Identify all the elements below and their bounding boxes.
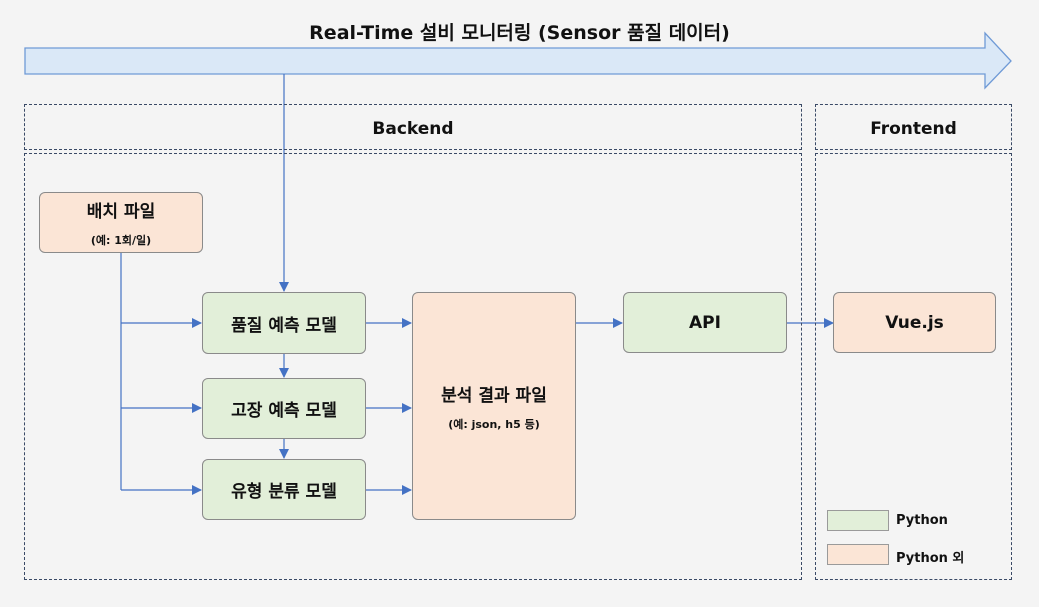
fault-prediction-model-node: 고장 예측 모델 [202, 378, 366, 439]
batch-file-label: 배치 파일 [86, 202, 156, 222]
result-file-label: 분석 결과 파일 [441, 385, 547, 406]
frontend-section-frame [815, 153, 1012, 580]
fault-model-label: 고장 예측 모델 [231, 401, 337, 421]
legend-python-label: Python [896, 513, 948, 528]
type-model-label: 유형 분류 모델 [231, 482, 337, 502]
result-file-sublabel: (예: json, h5 등) [448, 417, 540, 431]
diagram-title: Real-Time 설비 모니터링 (Sensor 품질 데이터) [309, 22, 730, 44]
vuejs-label: Vue.js [885, 312, 944, 333]
realtime-stream-arrow [24, 31, 1012, 90]
legend-python-swatch [827, 510, 889, 531]
vuejs-node: Vue.js [833, 292, 996, 353]
analysis-result-file-node: 분석 결과 파일 (예: json, h5 등) [412, 292, 576, 520]
backend-section-frame [24, 153, 802, 580]
backend-section-title: Backend [372, 119, 454, 139]
legend-non-python-swatch [827, 544, 889, 565]
backend-header-frame [24, 104, 802, 150]
quality-prediction-model-node: 품질 예측 모델 [202, 292, 366, 354]
legend-non-python-label: Python 외 [896, 551, 965, 566]
api-label: API [689, 312, 721, 333]
frontend-header-frame [815, 104, 1012, 150]
type-classification-model-node: 유형 분류 모델 [202, 459, 366, 520]
batch-file-node: 배치 파일 (예: 1회/일) [39, 192, 203, 253]
frontend-section-title: Frontend [870, 119, 957, 139]
api-node: API [623, 292, 787, 353]
batch-file-sublabel: (예: 1회/일) [90, 234, 152, 247]
quality-model-label: 품질 예측 모델 [231, 315, 337, 336]
